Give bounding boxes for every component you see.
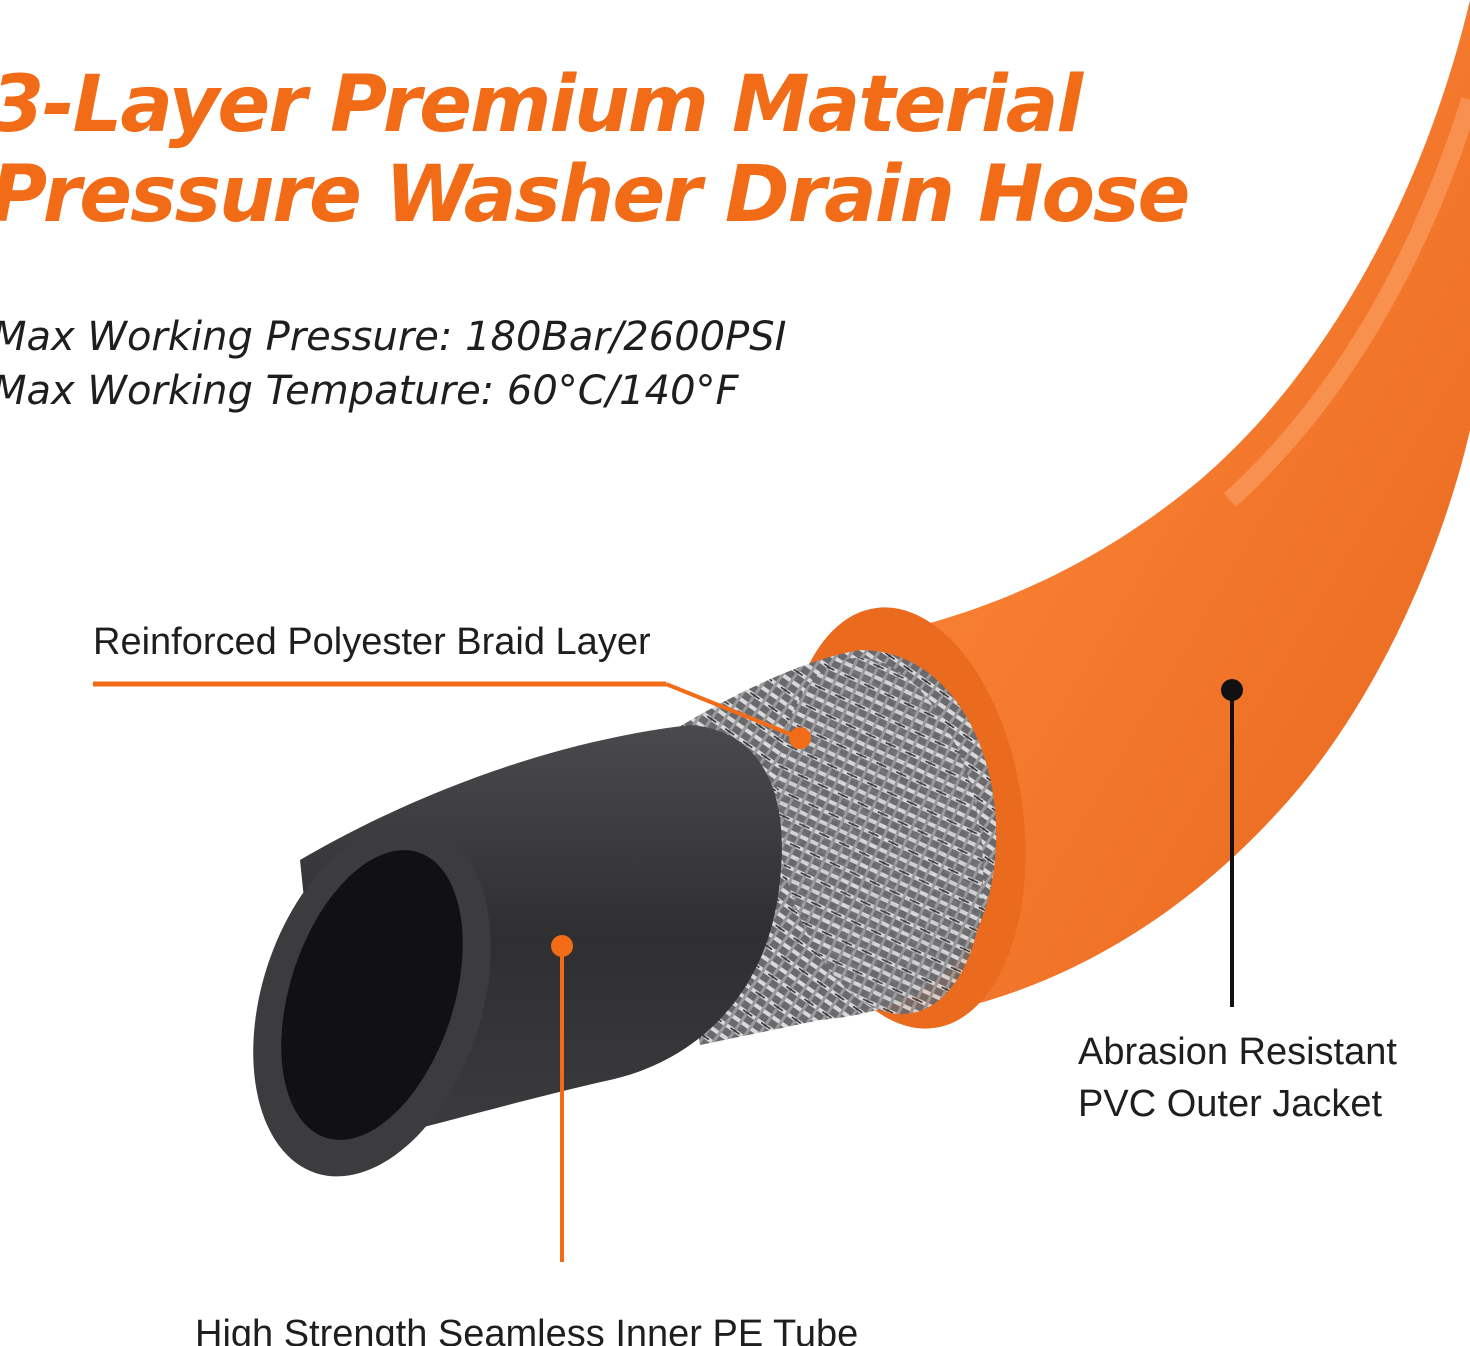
label-outer-jacket-line-2: PVC Outer Jacket bbox=[1078, 1083, 1383, 1125]
callout-tube bbox=[551, 935, 573, 1262]
headline-line-2: Pressure Washer Drain Hose bbox=[0, 150, 1190, 240]
label-outer-jacket: Abrasion Resistant PVC Outer Jacket bbox=[1078, 1026, 1397, 1130]
spec-temperature: Max Working Tempature: 60°C/140°F bbox=[0, 368, 739, 414]
callout-jacket bbox=[1221, 679, 1243, 1007]
headline: 3-Layer Premium Material Pressure Washer… bbox=[0, 60, 1190, 240]
inner-pe-tube bbox=[253, 725, 782, 1177]
spec-pressure: Max Working Pressure: 180Bar/2600PSI bbox=[0, 314, 787, 360]
headline-line-1: 3-Layer Premium Material bbox=[0, 60, 1083, 150]
spec-list: Max Working Pressure: 180Bar/2600PSI Max… bbox=[0, 310, 786, 418]
label-outer-jacket-line-1: Abrasion Resistant bbox=[1078, 1031, 1397, 1073]
label-braid-layer: Reinforced Polyester Braid Layer bbox=[93, 621, 651, 663]
callout-braid bbox=[93, 681, 811, 749]
label-inner-tube: High Strength Seamless Inner PE Tube bbox=[195, 1313, 859, 1346]
